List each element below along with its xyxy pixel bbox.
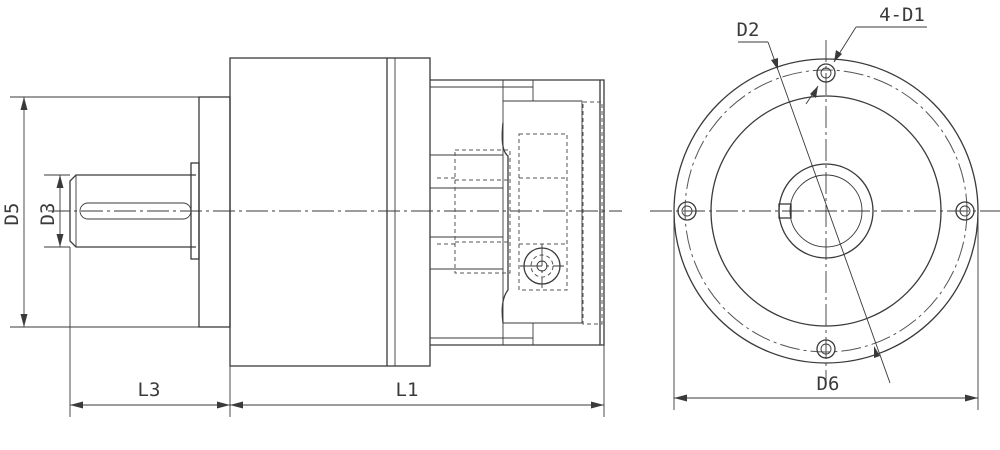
label-4-d1: 4-D1 <box>879 4 925 26</box>
bolt-hole-top <box>816 63 836 83</box>
bolt-hole-right <box>955 201 975 221</box>
front-dimensions: D2 4-D1 D6 <box>673 4 979 410</box>
label-l1: L1 <box>396 379 419 401</box>
dimension-l3: L3 <box>69 247 231 417</box>
dimension-d5: D5 <box>1 96 199 328</box>
front-flange <box>198 96 231 328</box>
main-housing <box>229 57 431 367</box>
label-l3: L3 <box>138 379 161 401</box>
hidden-details <box>437 101 603 325</box>
shaft-keyway <box>79 202 192 220</box>
side-view <box>48 57 622 367</box>
pilot-circle <box>710 95 942 327</box>
bolt-hole-bottom <box>816 339 836 359</box>
dimension-d3: D3 <box>37 174 70 248</box>
bolt-hole-left <box>677 201 697 221</box>
label-d6: D6 <box>817 373 840 395</box>
label-d2: D2 <box>737 19 760 41</box>
front-view <box>650 40 1000 385</box>
output-bore <box>778 163 874 259</box>
side-dimensions: D5 D3 L3 L1 <box>1 96 605 417</box>
bolt-pitch-circle <box>684 69 968 353</box>
clamp-screw <box>520 244 564 288</box>
bolt-holes <box>677 63 975 359</box>
label-d3: D3 <box>37 203 59 226</box>
dimension-4-d1: 4-D1 <box>805 4 927 105</box>
dimension-l1: L1 <box>230 345 605 417</box>
dimension-d6: D6 <box>673 211 979 410</box>
motor-adapter <box>430 79 605 346</box>
label-d5: D5 <box>1 203 23 226</box>
dimension-d2: D2 <box>737 19 891 384</box>
